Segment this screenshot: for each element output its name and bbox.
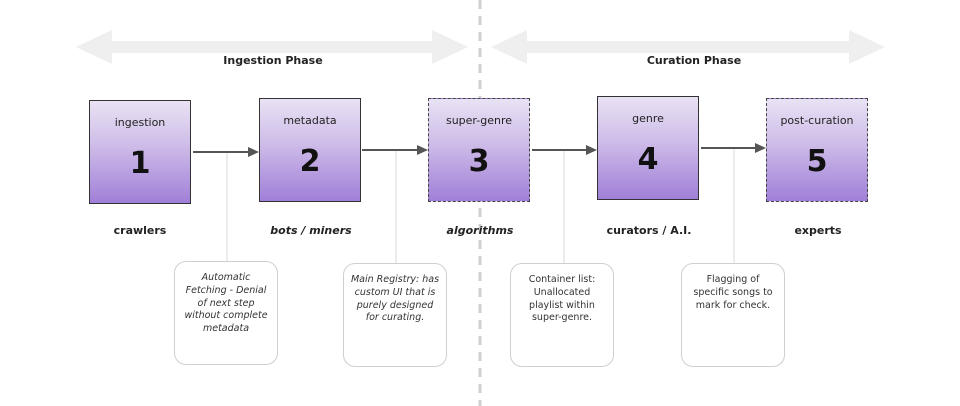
stage-box-post-curation[interactable]: post-curation 5 bbox=[766, 98, 868, 202]
stage-box-super-genre[interactable]: super-genre 3 bbox=[428, 98, 530, 202]
stage-number: 2 bbox=[299, 144, 321, 179]
connector-2-3-arrowhead bbox=[417, 145, 428, 155]
note-container-list: Container list: Unallocated playlist wit… bbox=[510, 263, 614, 367]
stage-number: 3 bbox=[468, 144, 490, 179]
stage-name: genre bbox=[632, 112, 664, 125]
connector-1-2-arrowhead bbox=[248, 147, 259, 157]
stage-number: 4 bbox=[637, 142, 659, 177]
stage-box-metadata[interactable]: metadata 2 bbox=[259, 98, 361, 202]
stage-name: post-curation bbox=[780, 114, 854, 127]
stage-number: 5 bbox=[806, 144, 828, 179]
stage-role-curators-ai: curators / A.I. bbox=[606, 224, 692, 237]
connector-4-5-arrowhead bbox=[755, 143, 766, 153]
stage-name: super-genre bbox=[445, 114, 512, 127]
stage-role-algorithms: algorithms bbox=[446, 224, 514, 237]
stage-role-bots-miners: bots / miners bbox=[270, 224, 352, 237]
note-main-registry: Main Registry: has custom UI that is pur… bbox=[343, 263, 447, 367]
stage-role-experts: experts bbox=[794, 224, 842, 237]
note-automatic-fetching: Automatic Fetching - Denial of next step… bbox=[174, 261, 278, 365]
connector-3-4-arrowhead bbox=[586, 145, 597, 155]
note-flagging: Flagging of specific songs to mark for c… bbox=[681, 263, 785, 367]
stage-role-crawlers: crawlers bbox=[113, 224, 167, 237]
curation-phase-label: Curation Phase bbox=[646, 54, 742, 67]
stage-box-ingestion[interactable]: ingestion 1 bbox=[89, 100, 191, 204]
ingestion-phase-label: Ingestion Phase bbox=[223, 54, 323, 67]
stage-box-genre[interactable]: genre 4 bbox=[597, 96, 699, 200]
stage-name: metadata bbox=[283, 114, 337, 127]
stage-number: 1 bbox=[129, 146, 151, 181]
ingestion-phase-arrow bbox=[76, 30, 468, 64]
stage-name: ingestion bbox=[114, 116, 166, 129]
curation-phase-arrow bbox=[491, 30, 885, 64]
